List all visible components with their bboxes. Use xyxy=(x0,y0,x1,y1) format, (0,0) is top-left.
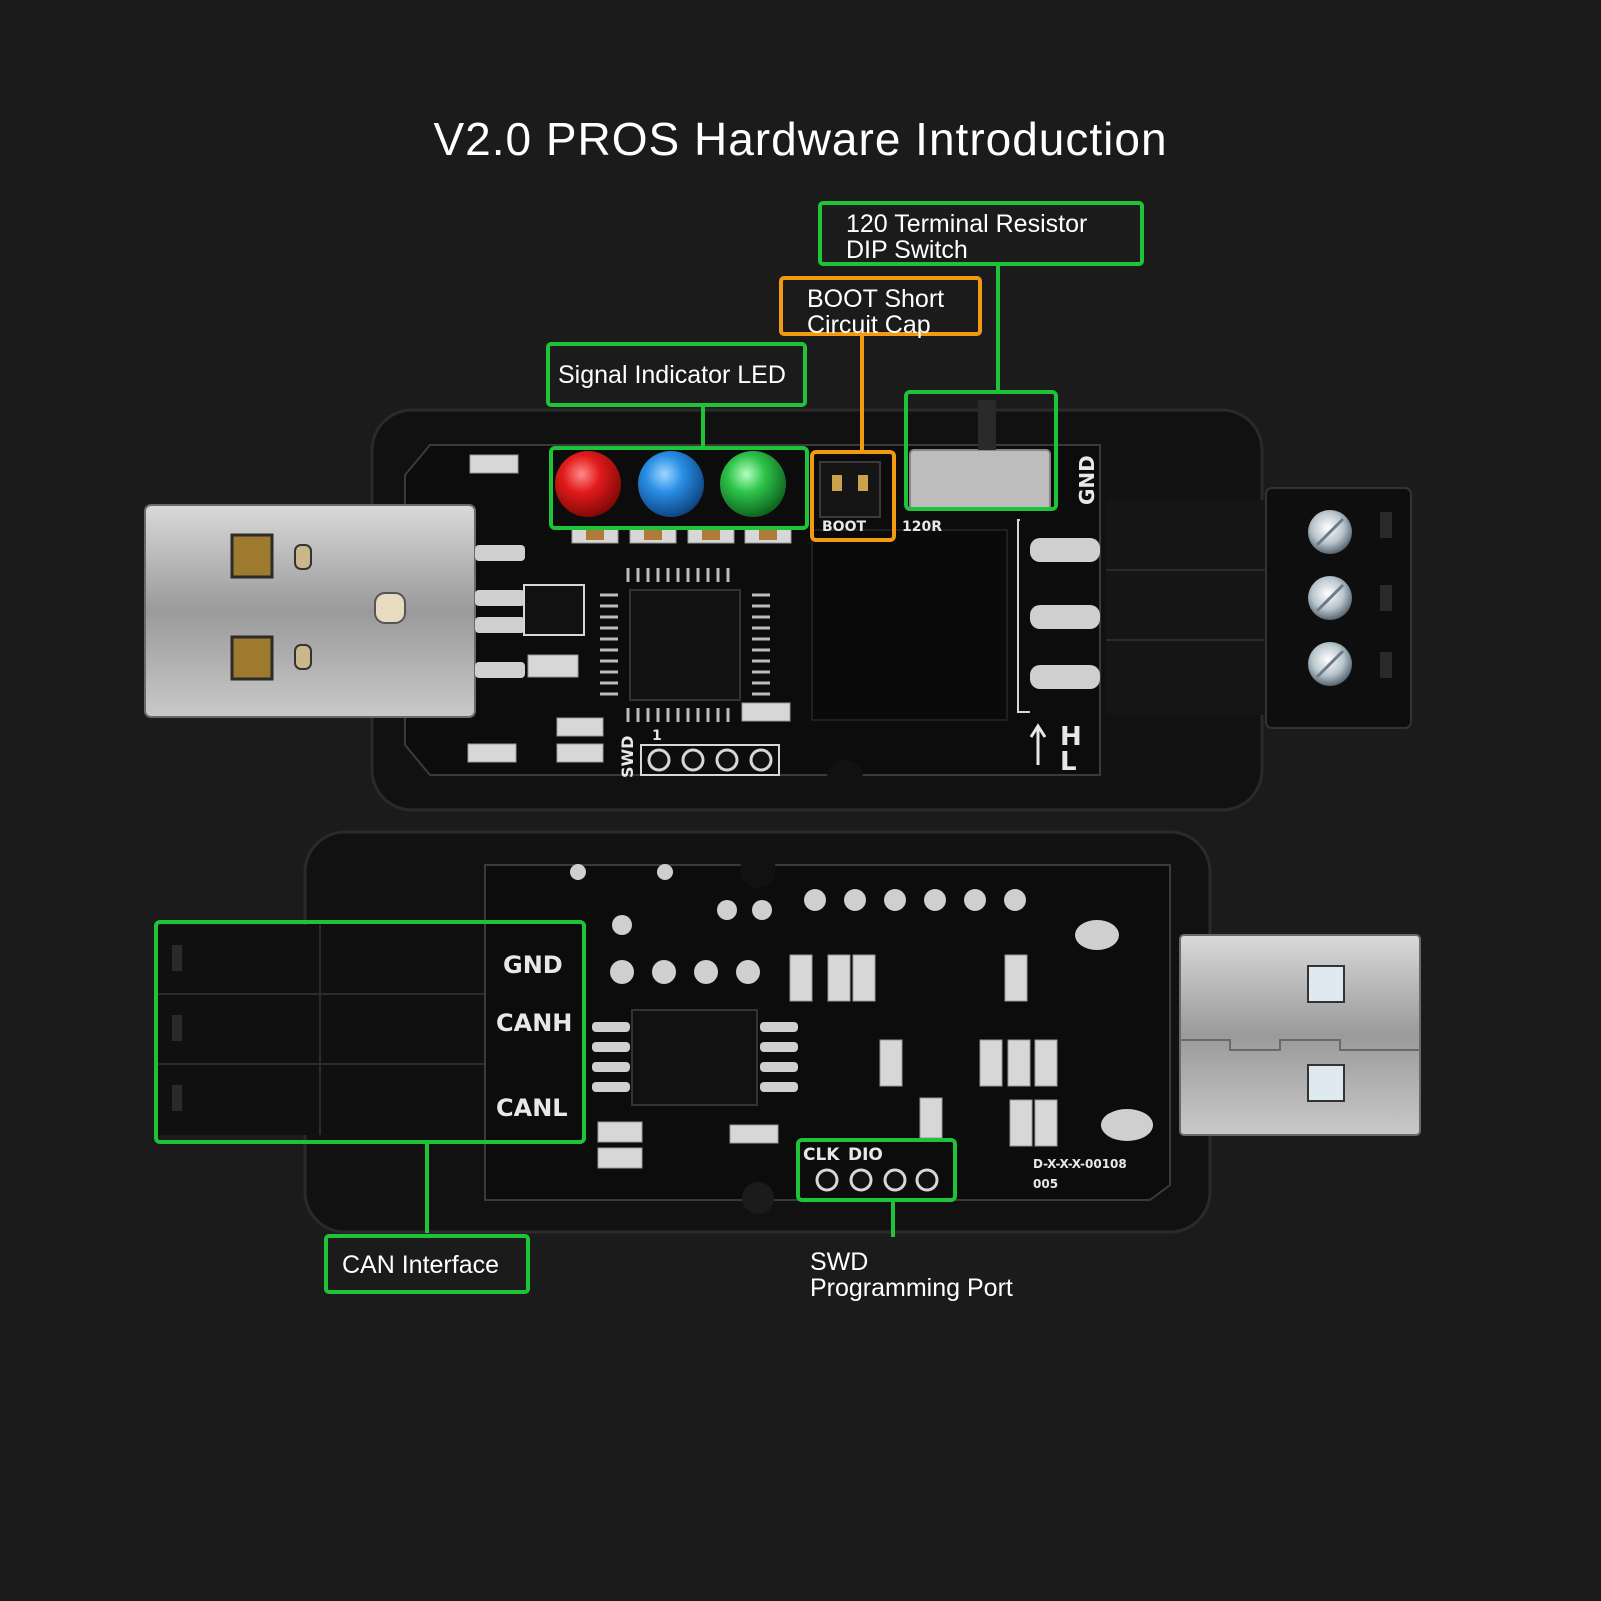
silk-canh: CANH xyxy=(496,1009,572,1037)
silk-rev: 005 xyxy=(1033,1177,1058,1191)
silk-l: L xyxy=(1060,747,1077,777)
terminal-resistor-line1: 120 Terminal Resistor xyxy=(846,210,1088,238)
top-board: GND BOOT 120R H L SWD 1 xyxy=(144,400,1412,812)
page-title: V2.0 PROS Hardware Introduction xyxy=(433,113,1168,165)
callout-leaders xyxy=(154,262,1058,1237)
terminal-resistor-line2: DIP Switch xyxy=(846,236,968,264)
swd-port-line2: Programming Port xyxy=(810,1274,1013,1302)
boot-cap-line1: BOOT Short xyxy=(807,285,945,313)
silk-120r: 120R xyxy=(902,519,942,535)
signal-led-callout: Signal Indicator LED xyxy=(546,342,807,407)
silk-h: H xyxy=(1060,722,1082,752)
silk-canl: CANL xyxy=(496,1094,568,1122)
signal-led-label: Signal Indicator LED xyxy=(558,361,786,389)
boot-cap-callout: BOOT Short Circuit Cap xyxy=(779,276,982,339)
silk-gnd-bottom: GND xyxy=(503,951,563,979)
silk-dio: DIO xyxy=(848,1145,883,1165)
silk-clk: CLK xyxy=(803,1145,840,1165)
silk-pin1: 1 xyxy=(652,728,662,744)
bottom-board: GND CANH CANL CLK DIO D-X-X-X-00108 005 xyxy=(158,830,1421,1234)
swd-port-line1: SWD xyxy=(810,1248,869,1276)
boot-cap-line2: Circuit Cap xyxy=(807,311,931,339)
silk-boot: BOOT xyxy=(822,519,866,535)
terminal-resistor-callout: 120 Terminal Resistor DIP Switch xyxy=(818,201,1144,266)
can-interface-label: CAN Interface xyxy=(342,1251,500,1279)
silk-swd-top: SWD xyxy=(618,736,637,778)
silk-serial: D-X-X-X-00108 xyxy=(1033,1157,1127,1171)
swd-port-callout: SWD Programming Port xyxy=(810,1249,1070,1309)
can-interface-callout: CAN Interface xyxy=(324,1234,530,1294)
silk-gnd-top: GND xyxy=(1075,455,1099,505)
